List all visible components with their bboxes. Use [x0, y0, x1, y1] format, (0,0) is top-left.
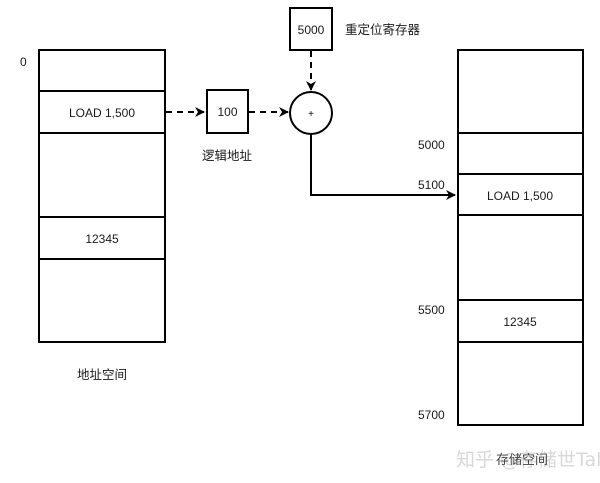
logical-address-label: 逻辑地址	[202, 148, 253, 163]
relocation-register-box: 5000 重定位寄存器	[289, 7, 421, 51]
address-space-title: 地址空间	[77, 367, 127, 382]
adder-plus-icon: +	[308, 109, 314, 120]
address-space-cell-value: 12345	[85, 232, 119, 246]
address-space: LOAD 1,500 12345 0 地址空间	[20, 49, 166, 382]
address-space-cell-load: LOAD 1,500	[69, 106, 135, 120]
physical-address-label-5100: 5100	[418, 178, 445, 192]
logical-address-box: 100 逻辑地址	[202, 89, 253, 163]
physical-address-label-5700: 5700	[418, 408, 445, 422]
watermark-left: 知乎	[456, 449, 494, 471]
physical-memory-cell-value: 12345	[503, 315, 537, 329]
physical-memory-cell-load: LOAD 1,500	[487, 189, 553, 203]
watermark-right: @存储世Talk	[500, 449, 600, 471]
physical-memory: LOAD 1,500 12345 5000 5100 5500 5700	[418, 49, 584, 426]
relocation-register-value: 5000	[298, 23, 325, 37]
physical-address-label-5500: 5500	[418, 303, 445, 317]
watermark: 知乎 @存储世Talk 存储空间	[456, 449, 600, 471]
logical-address-value: 100	[217, 105, 237, 119]
physical-memory-title: 存储空间	[496, 453, 548, 468]
adder: +	[289, 91, 333, 135]
relocation-register-label: 重定位寄存器	[345, 22, 421, 37]
address-space-start-label: 0	[20, 55, 27, 69]
physical-address-label-5000: 5000	[418, 138, 445, 152]
arrow-adder-to-memory	[310, 134, 456, 200]
